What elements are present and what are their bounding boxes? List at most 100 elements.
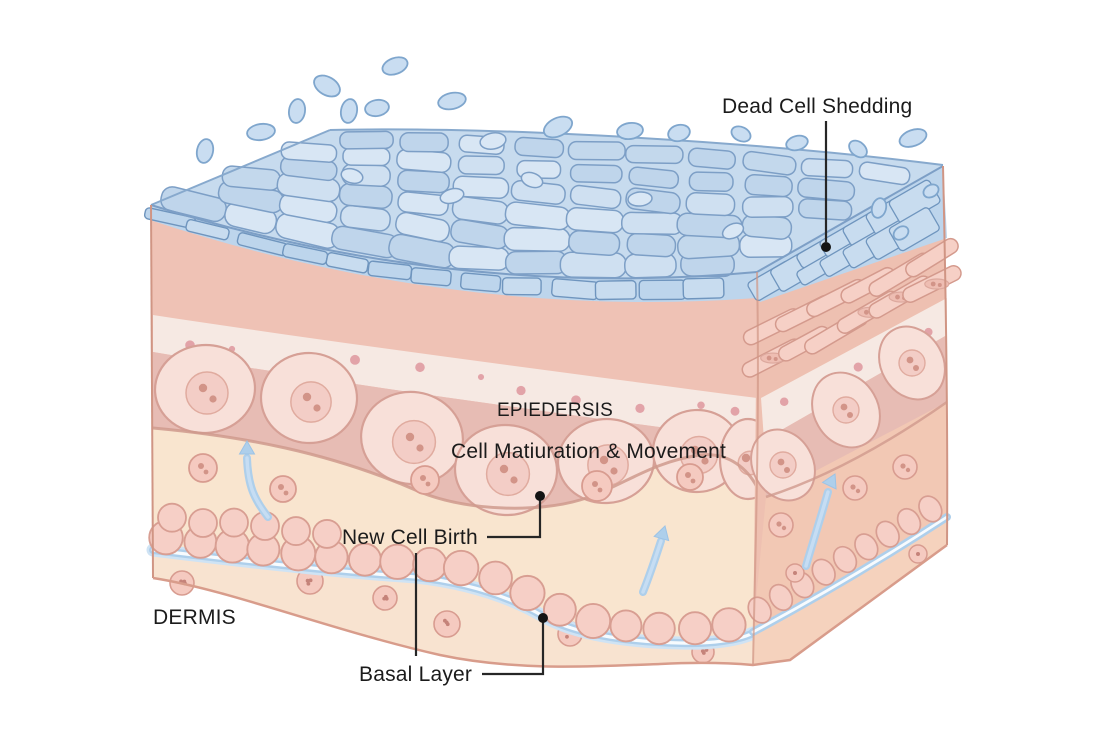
nucleus-dot xyxy=(209,395,217,403)
cell-nucleus xyxy=(290,381,332,423)
surface-cell xyxy=(452,175,510,200)
label-epidermis: EPIEDERSIS xyxy=(497,400,614,421)
flying-dead-cell xyxy=(616,121,644,141)
band-dot xyxy=(415,362,425,373)
nucleus-dot xyxy=(499,464,509,474)
granular-light-band xyxy=(153,315,757,440)
up-arrow-icon xyxy=(245,456,270,519)
band-dot xyxy=(779,397,789,406)
basal-cell xyxy=(509,574,546,612)
nucleus-dot xyxy=(776,521,782,527)
flying-dead-cell xyxy=(542,115,574,139)
top-front-edge xyxy=(150,204,758,280)
dermis-zone-right xyxy=(753,517,947,665)
nucleus-dot xyxy=(690,478,696,484)
basal-cell xyxy=(188,508,218,538)
basal-cell xyxy=(312,519,342,549)
label-new-cell-birth: New Cell Birth xyxy=(342,526,478,549)
basal-cell xyxy=(157,502,187,533)
basal-zone-cells xyxy=(188,453,704,503)
nucleus-dot xyxy=(685,472,691,478)
basal-cell xyxy=(711,607,747,643)
nucleus-dot xyxy=(777,458,785,466)
movement-arrows xyxy=(238,439,837,596)
blue-slab xyxy=(325,252,369,274)
blue-slab xyxy=(638,279,687,301)
nucleus-dot xyxy=(906,356,914,364)
blue-slab xyxy=(594,279,637,301)
band-dot xyxy=(730,406,740,416)
top-surface xyxy=(151,129,943,279)
right-edge xyxy=(942,165,949,546)
basal-cell xyxy=(219,507,249,538)
nucleus-dot xyxy=(382,596,387,601)
corneum-front-band xyxy=(143,166,947,302)
nucleus-dot xyxy=(700,649,705,654)
blue-slab xyxy=(410,267,452,287)
cell-nucleus xyxy=(924,278,950,290)
surface-cell xyxy=(397,169,450,194)
label-cell-maturation: Cell Matiuration & Movement xyxy=(451,440,727,463)
cell-nucleus xyxy=(898,349,926,377)
leader-dot xyxy=(535,491,545,501)
nucleus-dot xyxy=(198,383,208,393)
flying-dead-cell xyxy=(246,122,276,142)
nucleus-dot xyxy=(784,467,790,473)
flying-dead-cell xyxy=(892,225,910,241)
blue-slab xyxy=(501,277,542,296)
flying-dead-cell xyxy=(437,91,467,111)
surface-cell xyxy=(685,192,736,217)
nucleus-dot xyxy=(203,469,209,475)
shedding-cells xyxy=(195,56,940,241)
surface-cell xyxy=(565,207,625,234)
top-right-edge xyxy=(756,165,944,273)
leader-dot xyxy=(538,613,548,623)
nucleus-dot xyxy=(766,355,772,361)
surface-cell xyxy=(221,165,281,191)
band-dot xyxy=(350,354,360,365)
nucleus-dot xyxy=(840,403,848,411)
flying-dead-cell xyxy=(898,128,928,148)
flying-dead-cell xyxy=(870,197,888,219)
nucleus-dot xyxy=(793,571,797,575)
nucleus-dot xyxy=(781,525,787,531)
nucleus-dot xyxy=(690,445,700,455)
flying-dead-cell xyxy=(195,138,215,164)
basal-cell xyxy=(478,560,513,596)
nucleus-dot xyxy=(741,453,751,463)
surface-cell xyxy=(504,250,568,275)
nucleus-dot xyxy=(863,309,869,315)
label-dead-cell-shedding: Dead Cell Shedding xyxy=(722,95,913,118)
flying-dead-cell xyxy=(288,98,306,124)
nucleus-dot xyxy=(930,281,936,287)
up-arrow-head-icon xyxy=(238,439,256,455)
top-back-left-edge xyxy=(150,129,331,206)
basal-cell xyxy=(642,611,676,646)
spinous-boundary-line xyxy=(152,426,759,510)
surface-cell xyxy=(569,163,623,184)
basal-cell xyxy=(542,592,577,627)
nucleus-dot xyxy=(916,552,920,556)
loose-surface-cell xyxy=(439,187,465,205)
band-dot xyxy=(853,362,863,372)
basal-cell xyxy=(896,507,922,536)
nucleus-dot xyxy=(283,490,289,496)
nucleus-dot xyxy=(900,463,906,469)
leader-line-new-cell-birth xyxy=(487,500,542,539)
nucleus-dot xyxy=(610,467,618,475)
basal-cell xyxy=(832,545,858,574)
nucleus-dot xyxy=(313,404,321,412)
basal-cell xyxy=(575,602,612,639)
flying-dead-cell xyxy=(313,74,341,98)
band-dot xyxy=(697,401,705,409)
nucleus-dot xyxy=(302,392,312,402)
basal-line-core-right xyxy=(751,515,949,634)
loose-surface-cell xyxy=(627,191,653,207)
flying-dead-cell xyxy=(848,139,868,159)
band-dot xyxy=(516,385,526,396)
surface-cell xyxy=(448,245,510,271)
nucleus-dot xyxy=(773,357,778,362)
flying-dead-cell xyxy=(785,134,809,152)
basal-cell xyxy=(768,583,794,612)
